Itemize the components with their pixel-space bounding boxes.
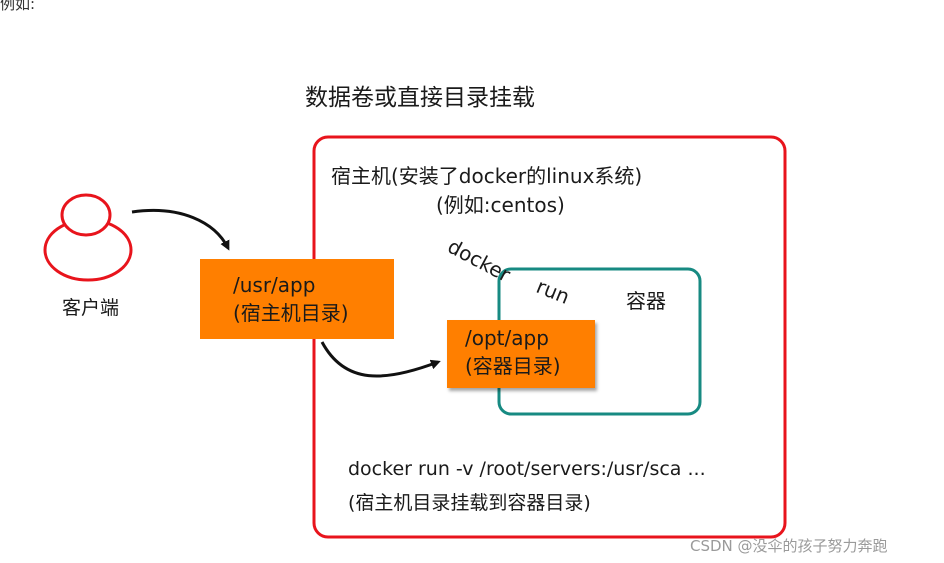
container-directory-box: /opt/app (容器目录) <box>447 320 595 388</box>
client-label: 客户端 <box>62 297 120 319</box>
client-to-host-arrow <box>131 208 230 251</box>
top-note: 例如: <box>0 0 36 13</box>
container-directory-desc: (容器目录) <box>465 354 561 378</box>
host-machine-subtitle: (例如:centos) <box>436 193 565 217</box>
docker-command-desc: (宿主机目录挂载到容器目录) <box>348 492 591 514</box>
docker-run-word-docker: docker <box>443 234 515 287</box>
container-label: 容器 <box>626 289 666 313</box>
host-to-container-arrow <box>320 341 441 378</box>
host-directory-box: /usr/app (宿主机目录) <box>200 259 394 339</box>
client-user-icon <box>43 193 133 282</box>
container-directory-path: /opt/app <box>465 326 549 350</box>
host-directory-path: /usr/app <box>233 273 316 297</box>
host-directory-desc: (宿主机目录) <box>233 301 349 325</box>
docker-run-word-run: run <box>533 274 574 309</box>
host-machine-title: 宿主机(安装了docker的linux系统) <box>331 164 643 188</box>
watermark: CSDN @没伞的孩子努力奔跑 <box>690 537 888 555</box>
diagram-title: 数据卷或直接目录挂载 <box>305 85 535 111</box>
docker-command-line: docker run -v /root/servers:/usr/sca ... <box>348 458 706 480</box>
